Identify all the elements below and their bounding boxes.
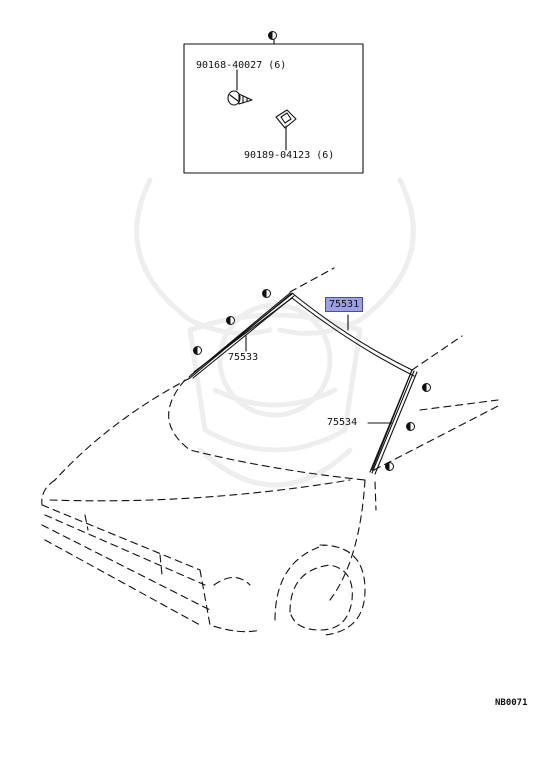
half-circle-mark-icon — [226, 316, 235, 325]
part-label-90189: 90189-04123 (6) — [244, 150, 334, 162]
moulding-right — [369, 369, 418, 475]
part-qty: (6) — [316, 150, 335, 161]
part-number-highlighted[interactable]: 75531 — [325, 297, 364, 312]
part-number[interactable]: 90189-04123 — [244, 150, 311, 161]
half-circle-mark-icon — [422, 383, 431, 392]
diagram-code: NB0071 — [495, 698, 528, 708]
watermark-logo — [134, 177, 416, 488]
clip-icon — [275, 109, 297, 151]
half-circle-mark-icon — [193, 346, 202, 355]
half-circle-mark-icon — [268, 31, 277, 40]
part-number[interactable]: 75534 — [327, 417, 358, 428]
screw-icon — [227, 69, 253, 106]
part-qty: (6) — [268, 60, 287, 71]
half-circle-mark-icon — [406, 422, 415, 431]
windshield-outline — [189, 292, 415, 471]
part-label-75533: 75533 — [228, 352, 258, 364]
half-circle-mark-icon — [385, 462, 394, 471]
part-label-75531: 75531 — [325, 297, 364, 312]
part-number[interactable]: 75533 — [228, 352, 259, 363]
half-circle-mark-icon — [262, 289, 271, 298]
part-label-75534: 75534 — [327, 417, 357, 429]
part-number[interactable]: 90168-40027 — [196, 60, 263, 71]
part-label-90168: 90168-40027 (6) — [196, 60, 286, 72]
moulding-left — [188, 292, 295, 379]
